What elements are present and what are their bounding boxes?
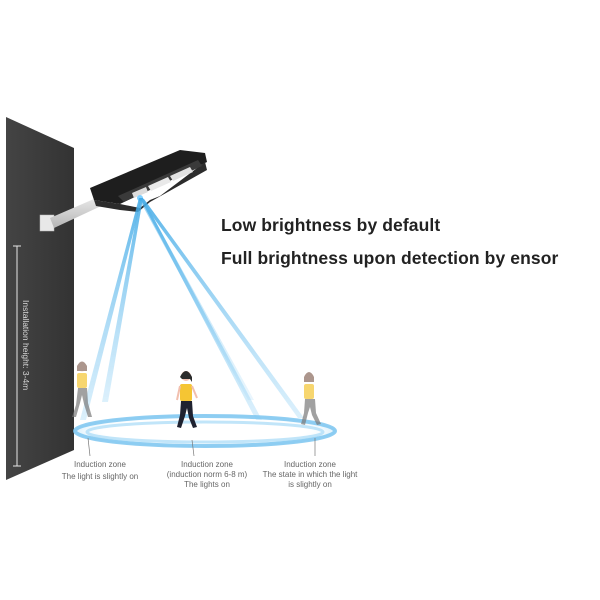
- light-beams: [80, 198, 304, 420]
- person-left: [72, 361, 92, 417]
- zone-caption-title: Induction zone: [73, 460, 127, 469]
- street-lamp-head: [90, 150, 207, 212]
- installation-height-label: Installation height: 3-4m: [21, 300, 31, 391]
- zone-caption-line: The lights on: [184, 480, 230, 489]
- headline-low-brightness: Low brightness by default: [221, 215, 441, 235]
- zone-caption-left: Induction zone The light is slightly on: [45, 460, 155, 482]
- wall: [6, 117, 74, 480]
- person-right: [301, 372, 321, 425]
- zone-caption-center: Induction zone (induction norm 6-8 m) Th…: [148, 460, 266, 490]
- caption-pointer-lines: [87, 437, 316, 457]
- zone-caption-line: The light is slightly on: [61, 472, 139, 481]
- zone-caption-title: Induction zone: [283, 460, 337, 469]
- zone-caption-title: Induction zone: [180, 460, 234, 469]
- zone-caption-line: (induction norm 6-8 m): [166, 470, 248, 479]
- zone-caption-right: Induction zone The state in which the li…: [255, 460, 365, 490]
- height-dimension-line: [13, 245, 21, 467]
- person-center: [176, 371, 198, 428]
- induction-ring: [73, 414, 337, 448]
- headline-full-brightness: Full brightness upon detection by ensor: [221, 248, 559, 268]
- zone-caption-line: is slightly on: [288, 480, 332, 489]
- zone-caption-line: The state in which the light: [262, 470, 358, 479]
